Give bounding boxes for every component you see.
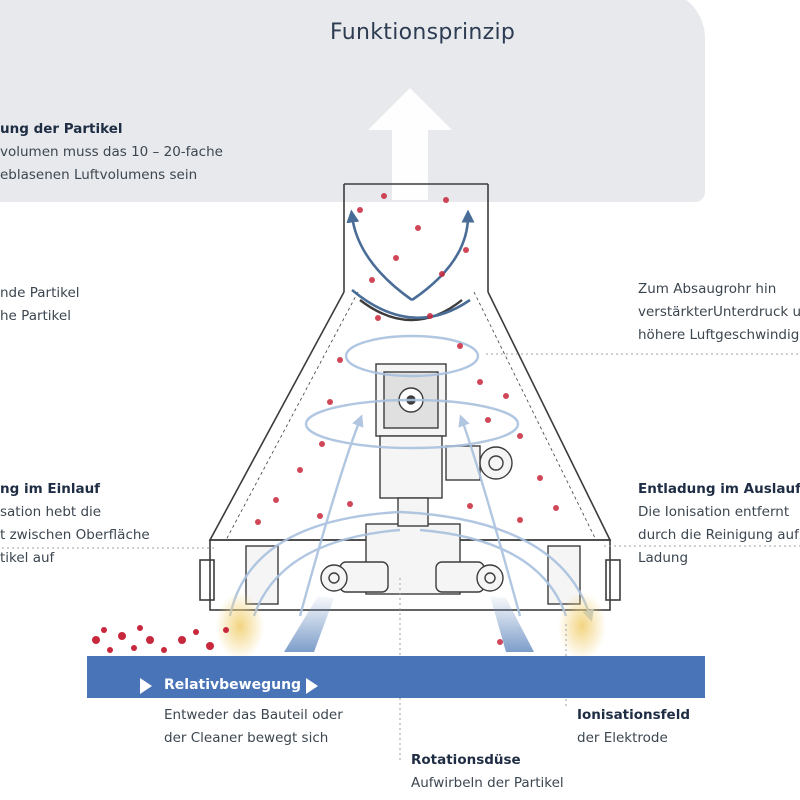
- nozzle-beam-right: [490, 596, 534, 652]
- band-label: Relativbewegung: [164, 677, 302, 693]
- label-auslauf-heading: Entladung im Auslauf: [638, 481, 800, 497]
- exhaust-arrow: [368, 88, 452, 200]
- label-absaugung-heading: ung der Partikel: [0, 121, 123, 137]
- electrode-glow-left: [216, 592, 264, 660]
- label-auslauf-line-1: Die Ionisation entfernt: [638, 504, 790, 520]
- background-panel: [0, 0, 705, 202]
- label-auslauf-line-3: Ladung: [638, 550, 689, 566]
- particles: [255, 193, 559, 645]
- nozzle-beam-left: [284, 596, 334, 652]
- label-ionisationsfeld: Ionisationsfeld der Elektrode: [577, 704, 690, 750]
- label-auslauf: Entladung im Auslauf Die Ionisation entf…: [638, 478, 800, 570]
- nozzle-assembly: [245, 363, 581, 605]
- label-rotationsduese-line-1: Aufwirbeln der Partikel: [411, 775, 564, 791]
- tube-flow-arrows: [346, 209, 475, 320]
- label-relativ-line-1: Entweder das Bauteil oder: [164, 707, 343, 723]
- surface-band: [87, 656, 705, 698]
- airflow-loops: [228, 334, 594, 622]
- label-einlauf-heading: ng im Einlauf: [0, 481, 101, 497]
- band-arrow-left-icon: [140, 678, 152, 694]
- label-absaugrohr-line-3: höhere Luftgeschwindig: [638, 327, 800, 343]
- label-absaugrohr-line-1: Zum Absaugrohr hin: [638, 281, 777, 297]
- label-absaugung-line-2: eblasenen Luftvolumens sein: [0, 167, 198, 183]
- band-arrow-right-icon: [306, 678, 318, 694]
- label-ionisationsfeld-heading: Ionisationsfeld: [577, 707, 691, 723]
- label-einlauf-line-2: t zwischen Oberfläche: [0, 527, 150, 543]
- label-absaugrohr-line-2: verstärkterUnterdruck u: [638, 304, 800, 320]
- diagram-title: Funktionsprinzip: [330, 20, 516, 45]
- label-absaugung-line-1: volumen muss das 10 – 20-fache: [0, 144, 223, 160]
- label-rotationsduese: Rotationsdüse Aufwirbeln der Partikel: [411, 749, 564, 795]
- label-relativ: Entweder das Bauteil oder der Cleaner be…: [164, 704, 343, 750]
- surface-particles: [92, 625, 229, 653]
- label-partikel-line-1: nde Partikel: [0, 285, 80, 301]
- label-absaugung: ung der Partikel volumen muss das 10 – 2…: [0, 118, 223, 187]
- label-einlauf-line-1: sation hebt die: [0, 504, 102, 520]
- electrode-glow-right: [558, 592, 606, 660]
- label-absaugrohr: Zum Absaugrohr hin verstärkterUnterdruck…: [638, 278, 800, 347]
- label-rotationsduese-heading: Rotationsdüse: [411, 752, 521, 768]
- label-einlauf-line-3: tikel auf: [0, 550, 55, 566]
- label-partikel: nde Partikel he Partikel: [0, 282, 80, 328]
- label-ionisationsfeld-line-1: der Elektrode: [577, 730, 668, 746]
- label-partikel-line-2: he Partikel: [0, 308, 71, 324]
- label-relativ-line-2: der Cleaner bewegt sich: [164, 730, 329, 746]
- label-auslauf-line-2: durch die Reinigung auf: [638, 527, 799, 543]
- label-einlauf: ng im Einlauf sation hebt die t zwischen…: [0, 478, 150, 570]
